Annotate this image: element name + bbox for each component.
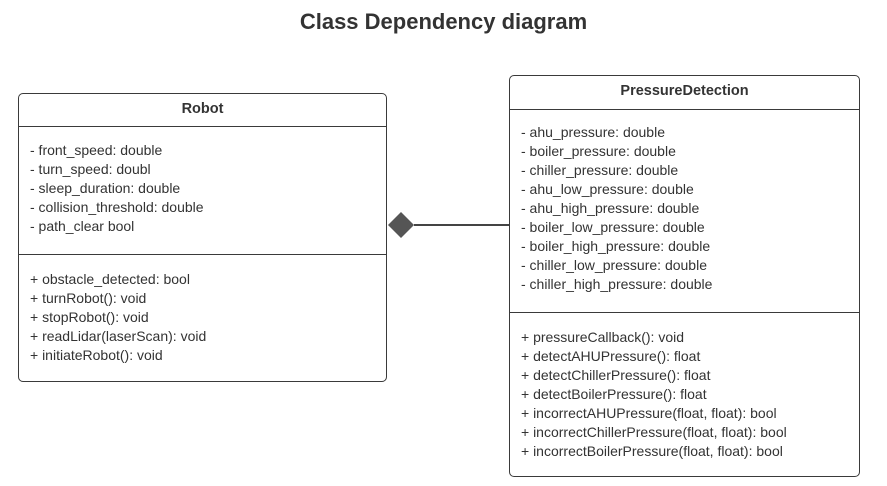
method: + detectBoilerPressure(): float — [521, 386, 707, 402]
method: + stopRobot(): void — [30, 309, 149, 325]
attribute: - turn_speed: doubl — [30, 161, 151, 177]
attribute: - front_speed: double — [30, 142, 163, 158]
attribute: - boiler_high_pressure: double — [521, 238, 711, 254]
class-pressure-detection[interactable]: PressureDetection - ahu_pressure: double… — [509, 75, 860, 477]
attribute: - ahu_pressure: double — [521, 124, 665, 140]
attribute: - chiller_pressure: double — [521, 162, 679, 178]
method: + obstacle_detected: bool — [30, 271, 190, 287]
method-list: + pressureCallback(): void + detectAHUPr… — [510, 313, 859, 461]
attribute: - collision_threshold: double — [30, 199, 204, 215]
attribute: - boiler_pressure: double — [521, 143, 676, 159]
class-robot[interactable]: Robot - front_speed: double - turn_speed… — [18, 93, 387, 382]
diagram-title: Class Dependency diagram — [299, 9, 588, 34]
attribute: - boiler_low_pressure: double — [521, 219, 705, 235]
method: + initiateRobot(): void — [30, 347, 163, 363]
method: + incorrectBoilerPressure(float, float):… — [521, 443, 783, 459]
attribute: - path_clear bool — [30, 218, 135, 234]
method: + detectAHUPressure(): float — [521, 348, 701, 364]
method: + incorrectAHUPressure(float, float): bo… — [521, 405, 777, 421]
attribute: - ahu_high_pressure: double — [521, 200, 700, 216]
method: + incorrectChillerPressure(float, float)… — [521, 424, 787, 440]
method: + turnRobot(): void — [30, 290, 147, 306]
attribute: - chiller_high_pressure: double — [521, 276, 713, 292]
method-list: + obstacle_detected: bool + turnRobot():… — [19, 255, 386, 365]
attribute: - sleep_duration: double — [30, 180, 181, 196]
method: + pressureCallback(): void — [521, 329, 685, 345]
method: + readLidar(laserScan): void — [30, 328, 207, 344]
attribute: - chiller_low_pressure: double — [521, 257, 707, 273]
composition-diamond-icon — [388, 212, 414, 238]
attribute: - ahu_low_pressure: double — [521, 181, 694, 197]
attribute-list: - front_speed: double - turn_speed: doub… — [19, 127, 386, 255]
class-name: PressureDetection — [510, 76, 859, 110]
method: + detectChillerPressure(): float — [521, 367, 711, 383]
attribute-list: - ahu_pressure: double - boiler_pressure… — [510, 110, 859, 313]
class-name: Robot — [19, 94, 386, 127]
